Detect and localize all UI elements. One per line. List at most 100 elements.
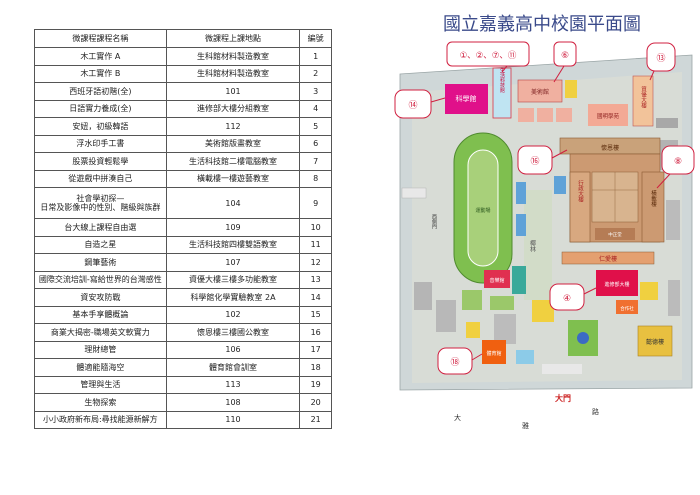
palm-avenue: [524, 190, 552, 300]
callout-13: ⑬: [646, 42, 676, 81]
course-name-cell: 股票投資輕鬆學: [34, 152, 167, 171]
track-label: 運動場: [475, 207, 490, 214]
course-name-cell: 社會學初探—日常及影像中的性別、階級與族群: [34, 187, 167, 219]
course-number-cell: 14: [299, 288, 332, 307]
course-name-cell: 自造之星: [34, 235, 167, 254]
course-location-cell: 資優大樓三樓多功能教室: [165, 270, 301, 289]
guoming-building: [588, 104, 628, 126]
course-number-cell: 3: [299, 82, 332, 101]
course-name-cell: 日語實力養成(全): [34, 99, 167, 118]
yellow-block-plaza: [532, 300, 554, 322]
course-name-cell: 理財總管: [34, 340, 167, 359]
course-number-cell: 1: [299, 47, 332, 66]
course-name-cell: 管理與生活: [34, 375, 167, 394]
arts-building-label: 美術館: [531, 88, 549, 96]
callout-18-text: ⑱: [450, 357, 459, 368]
course-name-cell: 木工實作 B: [34, 64, 167, 83]
course-location-cell: 112: [165, 117, 301, 136]
gray-block-east: [666, 200, 680, 240]
hengzai-building-label: 橫載樓: [650, 189, 657, 208]
course-number-cell: 18: [299, 358, 332, 377]
callout-6: ⑥: [553, 41, 577, 83]
gray-block-right: [656, 118, 678, 128]
course-location-cell: 106: [165, 340, 301, 359]
tech-building-label: 生活科技館: [499, 67, 505, 94]
course-number-cell: 10: [299, 218, 332, 237]
science-building: [445, 84, 488, 114]
blue-building-3: [554, 176, 566, 194]
main-gate-label: 大門: [555, 393, 571, 403]
guoming-building-label: 國明學苑: [597, 112, 620, 120]
palm-avenue-label: 椰林: [529, 239, 536, 253]
course-location-cell: 107: [165, 253, 301, 272]
gray-block-lower: [494, 314, 516, 344]
plaza-emblem: [577, 332, 589, 344]
course-name-cell: 西班牙語初階(全): [34, 82, 167, 101]
course-location-cell: 科學館化學實驗教室 2A: [165, 288, 301, 307]
course-location-cell: 體育館會訓室: [165, 358, 301, 377]
course-number-cell: 21: [299, 410, 332, 429]
renai-building: [561, 251, 655, 265]
callout-14-text: ⑭: [408, 100, 417, 111]
yellow-block-top: [565, 80, 577, 98]
road-label-left: 大: [454, 413, 461, 422]
course-number-cell: 20: [299, 393, 332, 412]
gray-block-east-2: [668, 280, 680, 316]
music-building: [484, 270, 510, 288]
course-location-cell: 美術館版畫教室: [165, 134, 301, 153]
callout-18: ⑱: [437, 347, 483, 375]
callout-1-2-7-11: ①、②、⑦、⑪: [446, 41, 530, 73]
course-location-cell: 113: [165, 375, 301, 394]
course-location-cell: 101: [165, 82, 301, 101]
course-location-cell: 110: [165, 410, 301, 429]
gifted-building-label: 資優大樓: [640, 85, 647, 110]
course-number-cell: 19: [299, 375, 332, 394]
course-number-cell: 2: [299, 64, 332, 83]
music-building-label: 音樂館: [489, 277, 504, 284]
course-location-cell: 108: [165, 393, 301, 412]
course-name-cell: 安妞，初級韓語: [34, 117, 167, 136]
huaien-building-label: 懷恩樓: [601, 144, 619, 152]
course-name-cell: 體適能隨海空: [34, 358, 167, 377]
course-number-cell: 11: [299, 235, 332, 254]
gym-building-label: 體育館: [486, 350, 501, 357]
yi-building: [637, 325, 673, 357]
green-block-1: [462, 290, 482, 310]
course-location-cell: 109: [165, 218, 301, 237]
course-location-cell: 懷恩樓三樓國公教室: [165, 323, 301, 342]
callout-8-text: ⑧: [674, 157, 682, 167]
campus-map: 國立嘉義高中校園平面圖 運動場 科學館 生活科技館 美術館 資優大樓 國明學苑 …: [394, 14, 695, 430]
course-name-cell: 浮水印手工書: [34, 134, 167, 153]
course-name-cell: 台大線上課程自由選: [34, 218, 167, 237]
gray-block-left-2: [436, 300, 456, 332]
course-location-cell: 102: [165, 305, 301, 324]
course-number-cell: 4: [299, 99, 332, 118]
building-strip-1: [518, 108, 534, 122]
course-name-cell: 資安攻防戰: [34, 288, 167, 307]
map-title: 國立嘉義高中校園平面圖: [443, 14, 641, 35]
course-name-cell: 商業大揭密-職場英文軟實力: [34, 323, 167, 342]
science-building-label: 科學館: [456, 94, 477, 103]
course-name-cell: 基本手享體概論: [34, 305, 167, 324]
zhongzheng-hall-label: 中正堂: [608, 231, 622, 238]
course-number-cell: 9: [299, 187, 332, 219]
course-location-cell: 生活科技館二樓電腦教室: [165, 152, 301, 171]
yellow-block-lower: [466, 322, 480, 338]
shop-building-label: 合作社: [620, 305, 634, 312]
continuing-building: [596, 270, 638, 296]
admin-building-label: 行政大樓: [577, 179, 584, 204]
